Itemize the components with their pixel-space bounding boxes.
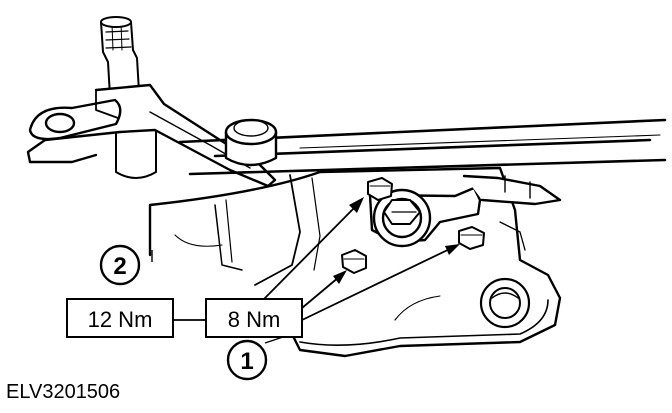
torque-text-8nm: 8 Nm bbox=[228, 307, 281, 332]
drive-link-bar bbox=[178, 118, 667, 176]
torque-label-12nm: 12 Nm bbox=[66, 298, 174, 338]
torque-label-8nm: 8 Nm bbox=[205, 298, 303, 338]
callout-2-number: 2 bbox=[113, 253, 126, 280]
figure-reference-id: ELV3201506 bbox=[6, 381, 120, 403]
crank-nut bbox=[383, 199, 421, 225]
crank-arm bbox=[26, 83, 277, 188]
mount-hole bbox=[479, 277, 531, 329]
bolt-top bbox=[367, 177, 393, 201]
callout-1-number: 1 bbox=[240, 348, 253, 375]
callout-2: 2 bbox=[99, 244, 141, 286]
callout-1: 1 bbox=[226, 339, 268, 381]
arrowheads bbox=[333, 197, 460, 284]
lower-housing-plate bbox=[148, 166, 562, 358]
pivot-bush bbox=[224, 118, 278, 167]
bolt-middle bbox=[341, 249, 367, 274]
torque-text-12nm: 12 Nm bbox=[88, 307, 153, 332]
bolt-right bbox=[458, 226, 485, 250]
